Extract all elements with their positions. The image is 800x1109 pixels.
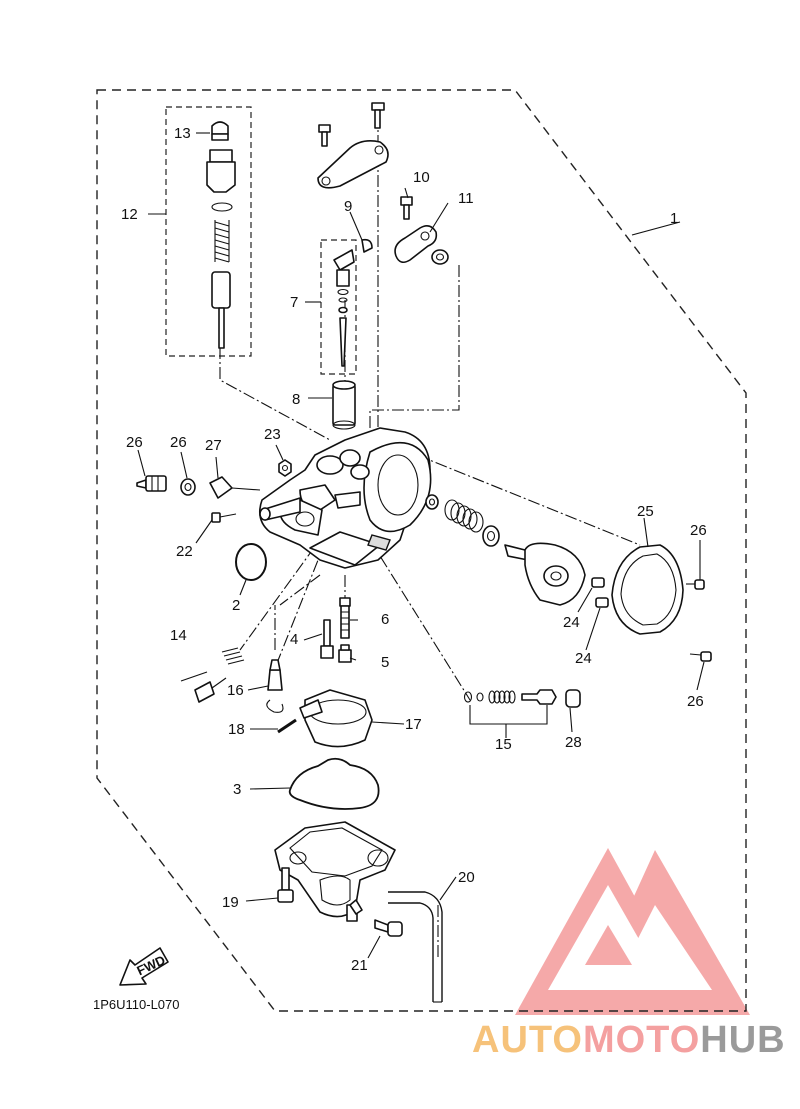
drawing-code: 1P6U110-L070 xyxy=(93,997,180,1012)
callout-10: 10 xyxy=(413,169,430,186)
callout-27: 26 xyxy=(170,434,187,451)
part-18-pin xyxy=(277,718,297,734)
part-26-screws xyxy=(686,579,712,662)
part-2-o-ring xyxy=(235,543,267,581)
part-20-drain-hose xyxy=(388,891,443,1003)
part-13-cap xyxy=(211,121,229,141)
callout-leaders xyxy=(137,132,705,959)
part-5-jet xyxy=(338,644,352,663)
callout-28: 26 xyxy=(126,434,143,451)
callout-13: 13 xyxy=(174,125,191,142)
part-23-nut xyxy=(278,459,292,477)
callout-29: 27 xyxy=(205,437,222,454)
callout-4: 4 xyxy=(290,631,298,648)
watermark-auto: AUTO xyxy=(472,1019,583,1061)
callout-11: 11 xyxy=(458,190,474,207)
callout-26a: 26 xyxy=(690,522,707,539)
part-6-jet xyxy=(339,597,351,639)
assembly-boundary xyxy=(96,89,747,1012)
part-10-screw xyxy=(400,196,413,220)
callout-numbers: 13 12 1 10 11 9 7 8 23 26 26 27 22 2 14 … xyxy=(121,125,707,974)
callout-24a: 24 xyxy=(563,614,580,631)
watermark-logo xyxy=(515,848,750,1015)
callout-18: 18 xyxy=(228,721,245,738)
fwd-arrow-icon: FWD xyxy=(119,947,169,986)
callout-25: 25 xyxy=(637,503,654,520)
part-8-throttle-valve xyxy=(332,380,356,430)
callout-6: 6 xyxy=(381,611,389,628)
part-11-lever xyxy=(394,224,449,265)
callout-21: 21 xyxy=(351,957,368,974)
callout-15: 15 xyxy=(495,736,512,753)
callout-30: 28 xyxy=(565,734,582,751)
part-15-air-screw-set xyxy=(463,689,557,705)
callout-26b: 26 xyxy=(687,693,704,710)
callout-20: 20 xyxy=(458,869,475,886)
part-7-needle-set xyxy=(333,249,355,367)
carburetor-body xyxy=(259,427,432,569)
callout-8: 8 xyxy=(292,391,300,408)
callout-5: 5 xyxy=(381,654,389,671)
callout-17: 17 xyxy=(405,716,422,733)
callout-22: 22 xyxy=(176,543,193,560)
part-24-screws xyxy=(591,577,609,608)
callout-19: 19 xyxy=(222,894,239,911)
callout-7: 7 xyxy=(290,294,298,311)
part-4-jet xyxy=(320,619,334,659)
subassembly-box-12 xyxy=(165,106,252,357)
part-17-float xyxy=(299,689,373,748)
callout-24b: 24 xyxy=(575,650,592,667)
callout-12: 12 xyxy=(121,206,138,223)
fwd-label: FWD xyxy=(134,952,167,978)
part-16-needle-valve xyxy=(266,659,284,713)
float-chamber-bowl xyxy=(274,821,396,922)
watermark-text: AUTOMOTOHUB xyxy=(472,1019,786,1061)
callout-14: 14 xyxy=(170,627,187,644)
callout-2: 2 xyxy=(232,597,240,614)
part-22-screw xyxy=(211,512,237,523)
part-12-starter-plunger xyxy=(206,149,236,349)
part-28-pilot-screw xyxy=(136,475,167,492)
watermark-moto: MOTO xyxy=(583,1019,700,1061)
throttle-shaft-assembly xyxy=(425,494,586,606)
watermark-hub: HUB xyxy=(700,1019,785,1061)
part-27-washer xyxy=(180,478,196,496)
callout-3: 3 xyxy=(233,781,241,798)
part-25-cover xyxy=(611,544,684,635)
callout-1: 1 xyxy=(670,210,678,227)
callout-16: 16 xyxy=(227,682,244,699)
part-9-clip xyxy=(361,238,373,253)
subassembly-box-7 xyxy=(320,239,357,375)
part-19-screw xyxy=(277,867,294,903)
part-14-spring-screw xyxy=(180,647,245,703)
part-21-drain-screw xyxy=(374,919,403,937)
part-30-cap xyxy=(565,689,581,708)
callout-9: 9 xyxy=(344,198,352,215)
callout-23: 23 xyxy=(264,426,281,443)
part-29-plug xyxy=(209,476,261,499)
top-cover-plate xyxy=(317,102,389,189)
part-3-gasket xyxy=(288,757,380,810)
